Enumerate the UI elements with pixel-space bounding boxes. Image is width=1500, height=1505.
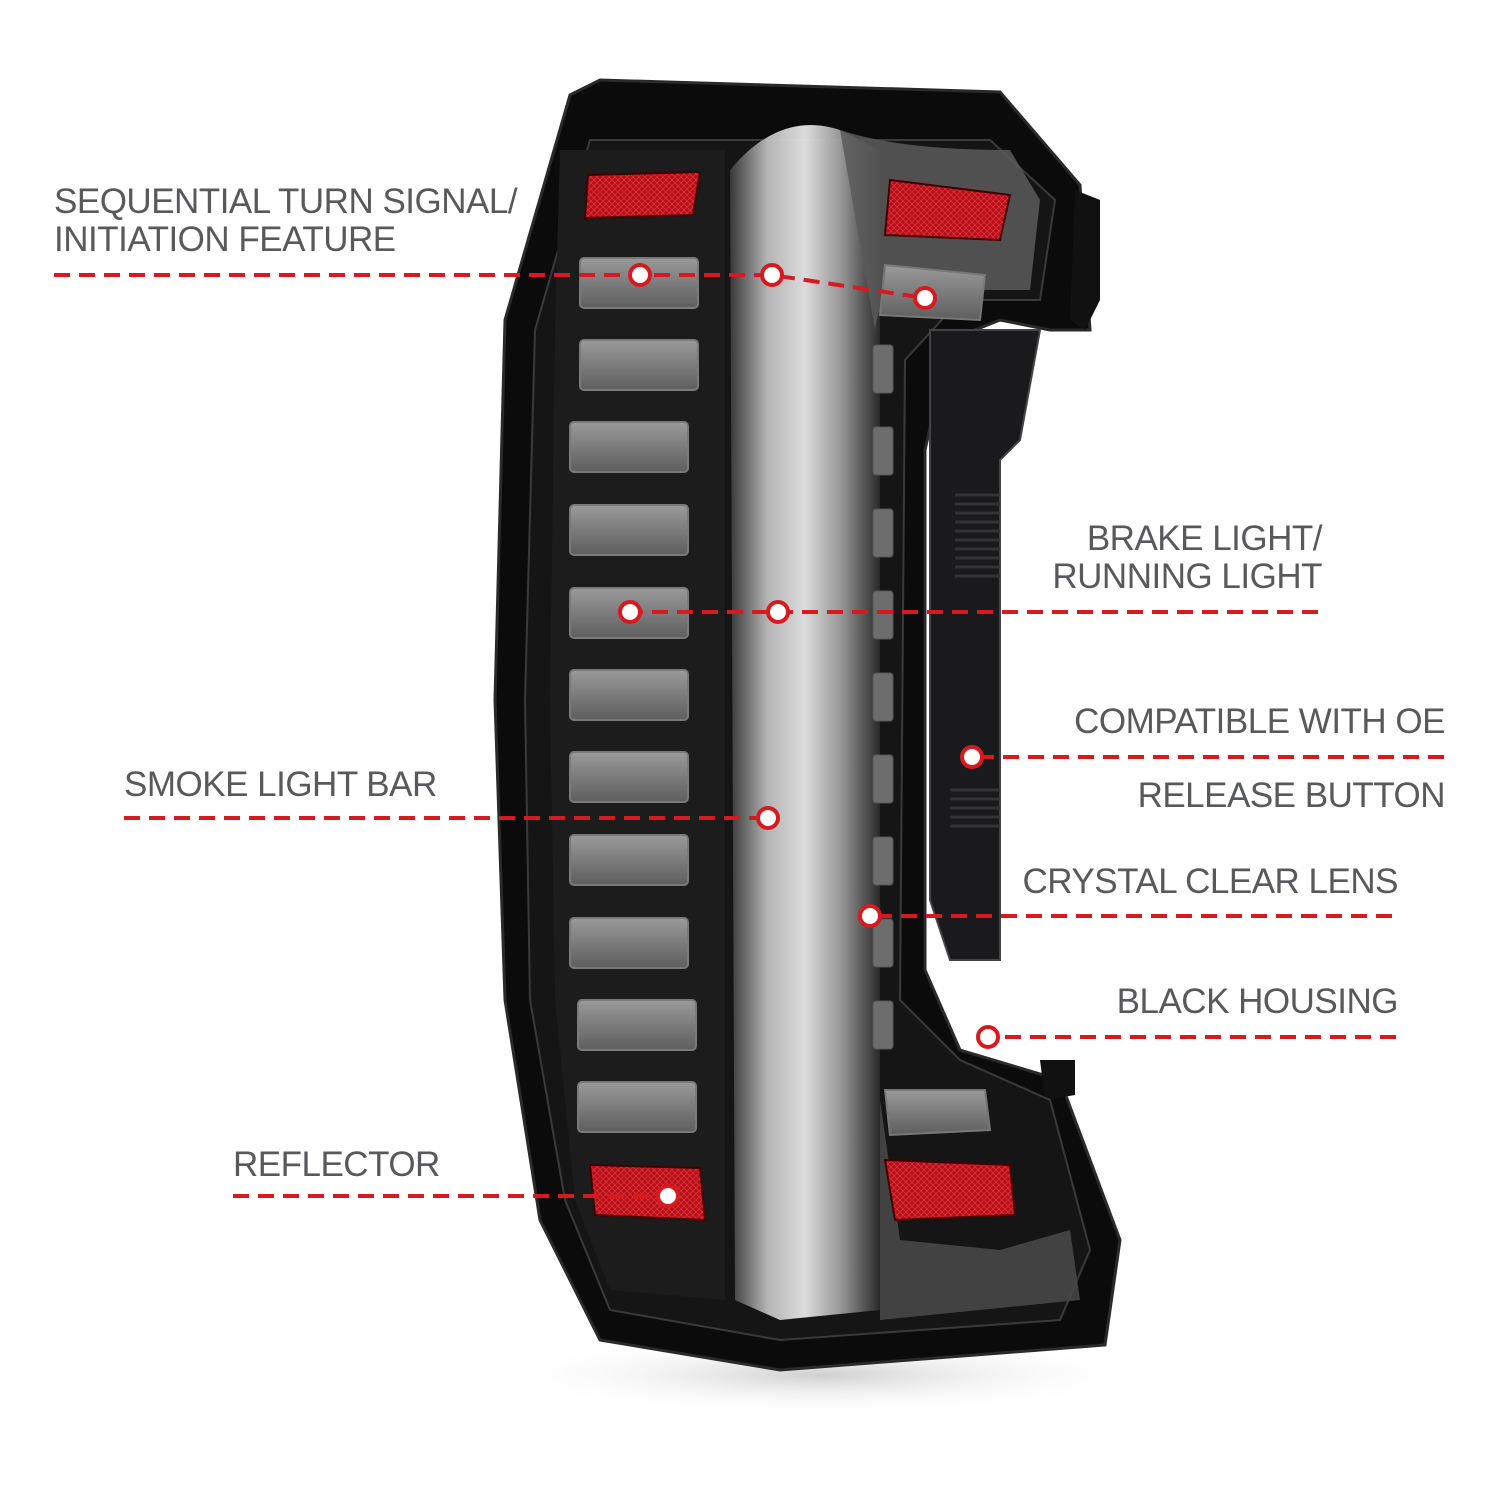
left-led-segments	[569, 257, 699, 1133]
label-line: BRAKE LIGHT/	[1086, 519, 1323, 558]
led-segment	[569, 751, 689, 803]
callout-label-oe-release-button-line2: RELEASE BUTTON	[1137, 776, 1446, 815]
callout-dot	[760, 263, 784, 287]
led-segment	[569, 421, 689, 473]
led-segment	[872, 754, 894, 804]
mounting-bracket-top	[1070, 190, 1100, 330]
callout-dot	[756, 806, 780, 830]
lens-bottom-arm	[880, 1100, 1080, 1320]
leader-sequential-turn-signal	[54, 273, 926, 300]
label-line: RUNNING LIGHT	[1052, 557, 1322, 596]
led-segment	[872, 344, 894, 394]
callout-dot	[766, 600, 790, 624]
reflector-bottom-right	[883, 1158, 1017, 1222]
callout-label-crystal-clear-lens: CRYSTAL CLEAR LENS	[1022, 862, 1399, 901]
led-segment	[872, 426, 894, 476]
led-segment	[872, 836, 894, 886]
callout-label-oe-release-button-line1: COMPATIBLE WITH OE	[1074, 702, 1445, 741]
release-button-housing	[929, 329, 1042, 961]
callout-dot	[960, 745, 984, 769]
callout-dot	[618, 600, 642, 624]
led-segment	[569, 669, 689, 721]
led-segment	[569, 504, 689, 556]
led-segment	[577, 1081, 697, 1133]
callout-dot	[858, 904, 882, 928]
led-segment	[872, 918, 894, 968]
callout-label-smoke-light-bar: SMOKE LIGHT BAR	[124, 765, 437, 804]
led-segment	[579, 339, 699, 391]
callout-dot	[913, 286, 937, 310]
led-segment	[883, 1089, 992, 1137]
led-segment	[872, 590, 894, 640]
callout-label-brake-running-light: BRAKE LIGHT/ RUNNING LIGHT	[1052, 520, 1322, 596]
led-segment	[577, 999, 697, 1051]
reflector-top-right	[883, 178, 1012, 242]
callout-label-sequential-turn-signal: SEQUENTIAL TURN SIGNAL/ INITIATION FEATU…	[54, 182, 518, 259]
led-segment	[872, 672, 894, 722]
led-segment	[872, 1000, 894, 1050]
callout-dot	[976, 1025, 1000, 1049]
callout-leaders	[54, 263, 1444, 1208]
reflector-bottom-left	[588, 1163, 707, 1222]
callout-dot	[628, 263, 652, 287]
reflector-top-left	[583, 170, 702, 220]
crystal-clear-lens-body	[730, 125, 880, 1320]
callout-label-black-housing: BLACK HOUSING	[1116, 982, 1399, 1021]
label-line: INITIATION FEATURE	[54, 220, 396, 259]
led-segment	[569, 917, 689, 969]
led-segment	[569, 834, 689, 886]
vent-slats	[950, 493, 1000, 828]
label-line: SEQUENTIAL TURN SIGNAL/	[54, 182, 518, 221]
mounting-bracket-bottom	[1040, 1060, 1075, 1100]
callout-dot	[656, 1184, 680, 1208]
led-segment	[872, 508, 894, 558]
callout-label-reflector: REFLECTOR	[233, 1145, 440, 1184]
